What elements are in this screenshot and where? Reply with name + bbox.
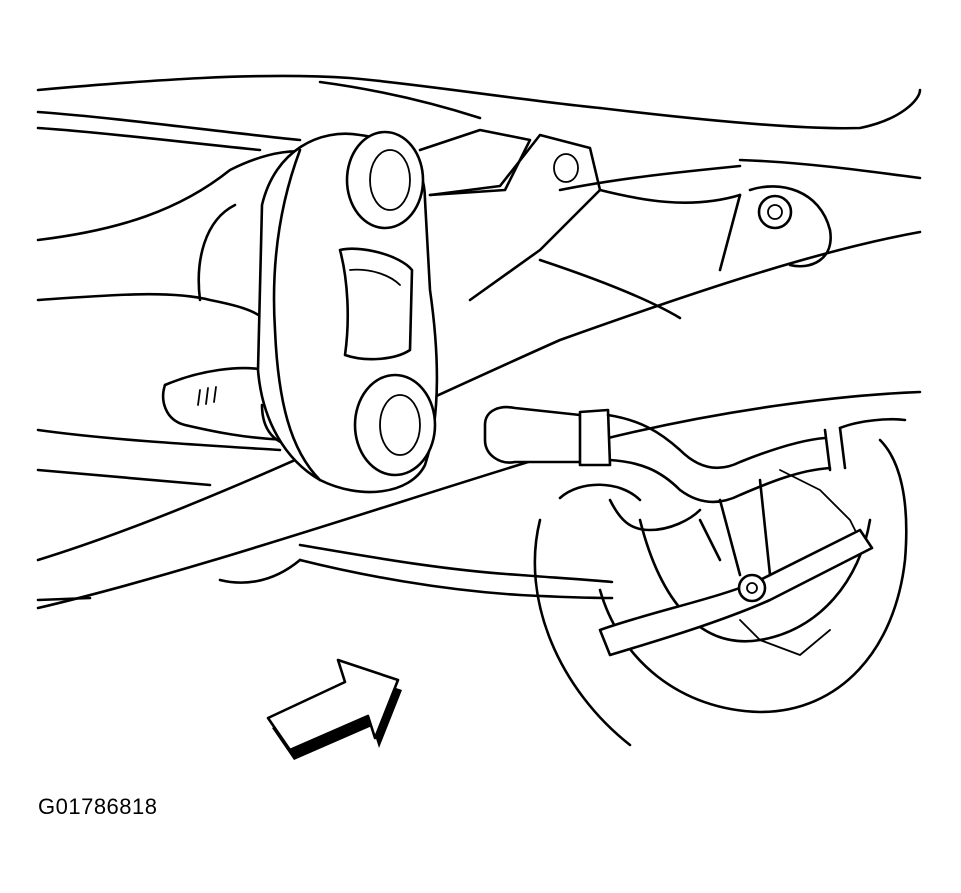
exhaust-pipe [483,405,907,504]
brake-rotor [533,438,908,747]
exhaust-hanger-insulator [256,130,439,494]
lower-link-rod [218,543,614,600]
figure-id-label: G01786818 [38,794,158,819]
vehicle-frame-rail [36,230,922,610]
vehicle-underbody-lines [36,74,922,192]
body-bracket [418,128,742,320]
direction-arrow-icon [266,658,402,760]
hand [36,150,333,487]
bracket-bolt [718,185,832,272]
suspension-link [598,478,874,657]
